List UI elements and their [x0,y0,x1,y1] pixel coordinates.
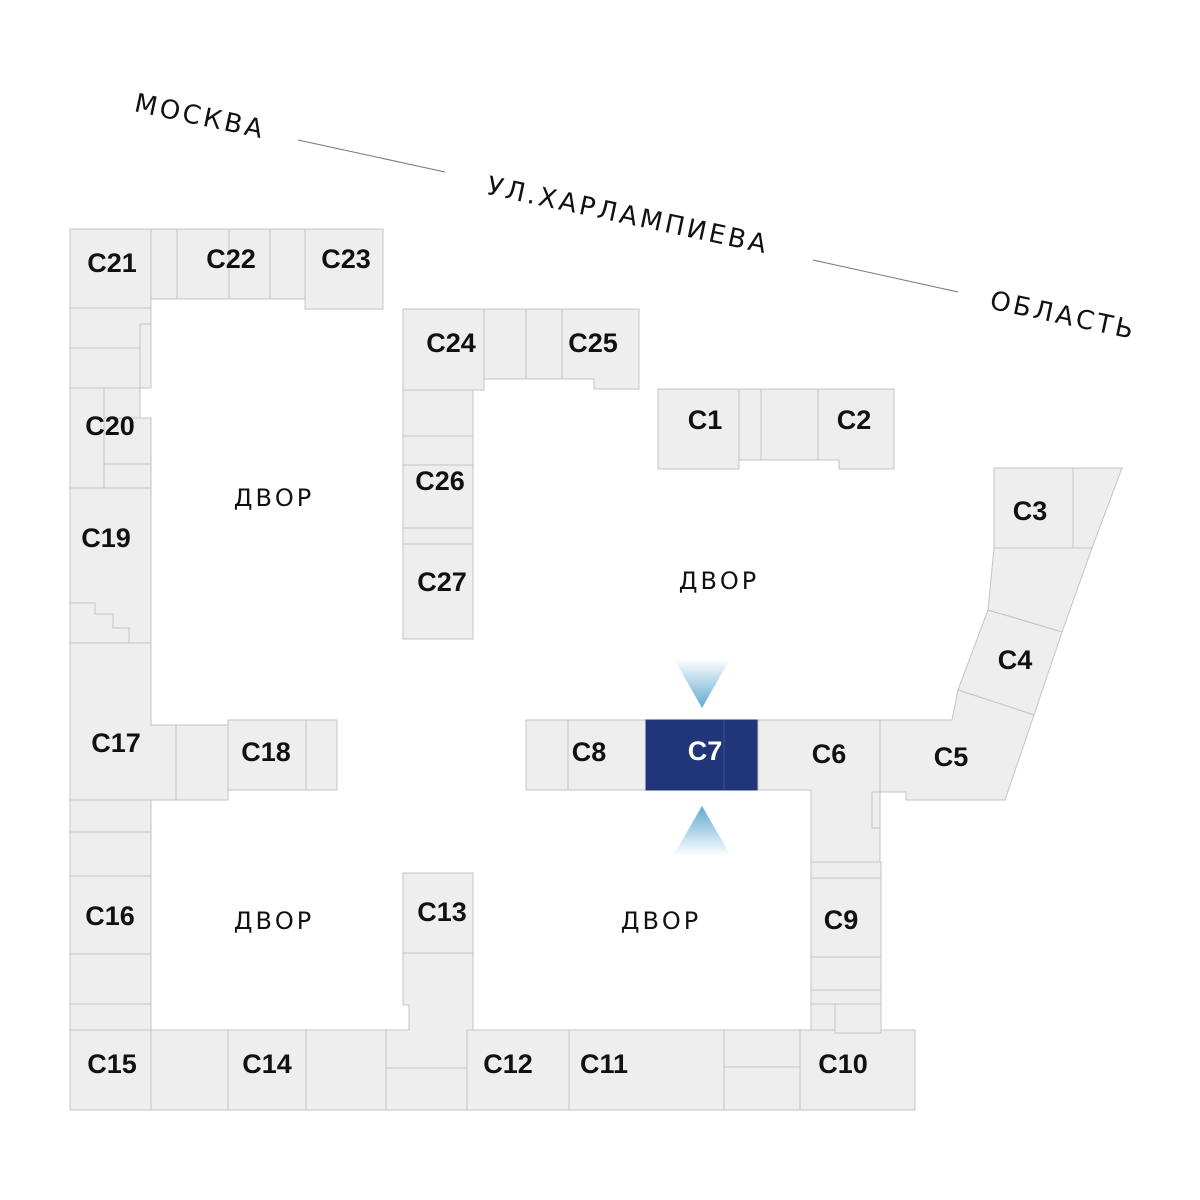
section-c3[interactable]: C3 [993,467,1123,549]
section-c12[interactable]: C12 [385,1029,570,1111]
section-c18[interactable]: C18 [175,719,338,801]
section-c13[interactable]: C13 [385,872,474,1069]
section-c14-label: C14 [242,1049,292,1079]
section-c23[interactable]: C23 [269,228,384,310]
section-c22-label: C22 [206,244,256,274]
street-name-label: УЛ.ХАРЛАМПИЕВА [484,171,772,260]
section-c8-label: C8 [572,737,607,767]
section-c2-label: C2 [837,405,872,435]
section-c26[interactable]: C26 [402,389,474,529]
section-c24-label: C24 [426,328,476,358]
section-c7-label: C7 [688,736,723,766]
section-c27[interactable]: C27 [402,527,474,640]
section-c19[interactable]: C19 [69,487,152,644]
section-c17[interactable]: C17 [69,642,177,801]
selection-marker-bottom-icon [673,806,731,856]
section-c5-label: C5 [934,742,969,772]
section-c15-label: C15 [87,1049,137,1079]
street-line-1 [297,139,446,173]
section-c11[interactable]: C11 [568,1029,725,1111]
street-region-label: ОБЛАСТЬ [987,286,1139,346]
section-c10-label: C10 [818,1049,868,1079]
section-c12-label: C12 [483,1049,533,1079]
section-c9[interactable]: C9 [810,861,882,1034]
section-c6[interactable]: C6 [757,719,881,863]
section-c4[interactable]: C4 [957,547,1093,716]
section-c17-label: C17 [91,728,141,758]
section-c16-label: C16 [85,901,135,931]
section-c5[interactable]: C5 [871,689,1035,829]
section-c9-label: C9 [824,905,859,935]
section-c21[interactable]: C21 [69,228,152,309]
section-c7[interactable]: C7 [645,719,759,791]
courtyard-label-2: ДВОР [679,567,760,595]
section-c10[interactable]: C10 [723,1029,916,1111]
section-c24[interactable]: C24 [402,308,527,391]
section-c3-label: C3 [1013,496,1048,526]
section-c2[interactable]: C2 [760,388,895,470]
section-c1-label: C1 [688,405,723,435]
street-line-2 [812,259,959,293]
section-c22[interactable]: C22 [150,228,271,300]
section-c14[interactable]: C14 [150,1029,387,1111]
section-c18-label: C18 [241,737,291,767]
courtyard-label-1: ДВОР [234,484,315,512]
section-c11-label: C11 [580,1049,628,1079]
section-c1[interactable]: C1 [657,388,762,470]
section-c15[interactable]: C15 [69,1029,152,1111]
section-c13-label: C13 [417,897,467,927]
section-c25[interactable]: C25 [525,308,640,390]
section-c20-label: C20 [85,411,135,441]
section-c23-label: C23 [321,244,371,274]
section-c26-label: C26 [415,466,465,496]
section-c19-label: C19 [81,523,131,553]
section-c6-label: C6 [812,739,847,769]
street-city-label: МОСКВА [132,88,268,145]
section-c16[interactable]: C16 [69,799,152,1031]
section-c4-label: C4 [998,645,1033,675]
selection-marker-top-icon [674,659,730,708]
section-c25-label: C25 [568,328,618,358]
section-c20[interactable]: C20 [69,307,152,489]
section-c8[interactable]: C8 [525,719,647,791]
section-c21-label: C21 [87,248,137,278]
section-c27-label: C27 [417,567,467,597]
courtyard-label-3: ДВОР [234,907,315,935]
courtyard-label-4: ДВОР [621,907,702,935]
